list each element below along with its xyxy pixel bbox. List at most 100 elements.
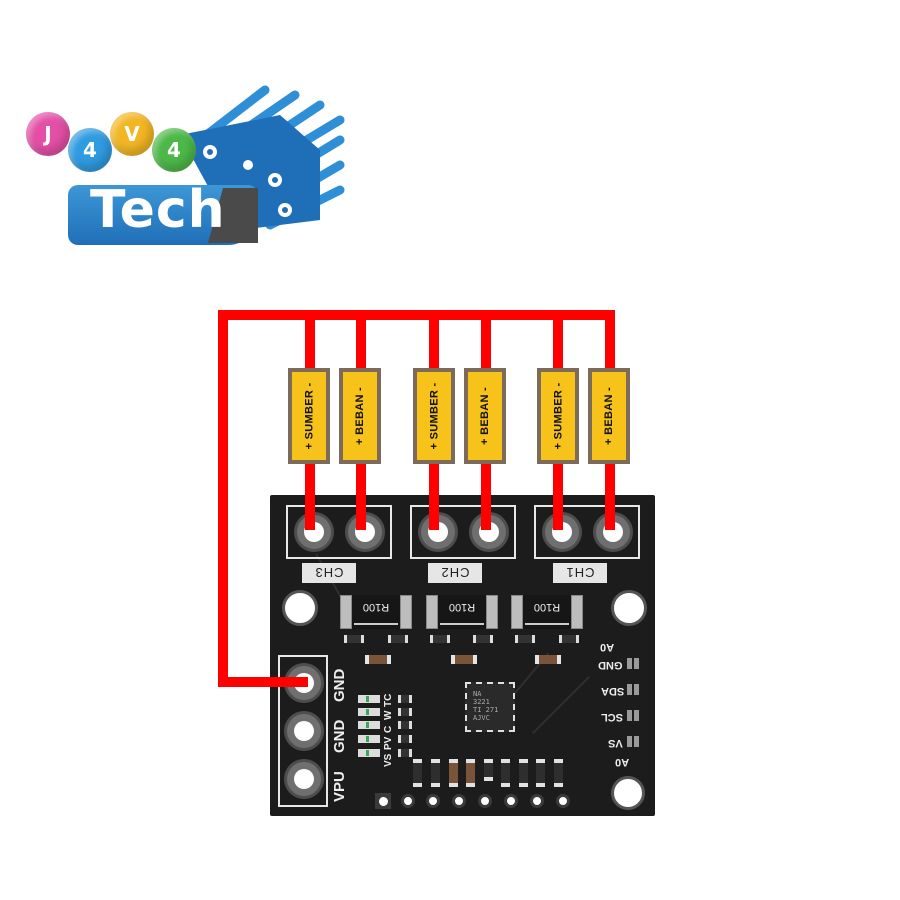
bottom-pin-3[interactable]	[426, 794, 440, 808]
pin-vpu[interactable]	[284, 759, 324, 799]
bottom-pin-4[interactable]	[452, 794, 466, 808]
smd-diode	[484, 759, 493, 781]
label-gnd-2: GND	[331, 719, 348, 753]
ch3-pad-minus[interactable]	[345, 512, 385, 552]
label-ch1-sumber-top: + SUMBER -	[537, 368, 579, 464]
vs-pad-b[interactable]	[634, 736, 639, 747]
power-header-outline	[278, 655, 328, 807]
smd-resistor	[430, 635, 450, 643]
smd-resistor	[473, 635, 493, 643]
smd-resistor	[554, 759, 563, 787]
logo-letter-j: J	[26, 112, 70, 156]
bottom-pin-7[interactable]	[530, 794, 544, 808]
label-ch1-beban-top: + BEBAN -	[588, 368, 630, 464]
label-a0-bottom: A0	[615, 756, 630, 768]
pin-gnd-2[interactable]	[284, 711, 324, 751]
led-pv	[358, 735, 380, 743]
wire-to-gnd	[218, 677, 308, 687]
led-resistor	[398, 749, 412, 757]
ch3-terminal-outline	[286, 505, 392, 559]
mounting-hole-tr	[611, 590, 647, 626]
smd-resistor	[388, 635, 408, 643]
label-ch3-beban-top: + BEBAN -	[339, 368, 381, 464]
smd-resistor	[519, 759, 528, 787]
java-tech-logo: Tech J 4 V 4	[20, 40, 350, 245]
bottom-pin-6[interactable]	[504, 794, 518, 808]
led-resistor	[398, 735, 412, 743]
wire-gnd-end	[270, 677, 308, 687]
label-ch2-beban-top: + BEBAN -	[464, 368, 506, 464]
mounting-hole-br	[611, 776, 645, 810]
smd-resistor	[515, 635, 535, 643]
smd-resistor	[559, 635, 579, 643]
scl-pad-b[interactable]	[634, 710, 639, 721]
led-label-w: W	[383, 710, 394, 720]
bottom-pin-8[interactable]	[556, 794, 570, 808]
label-vpu: VPU	[331, 771, 348, 802]
vs-pad-a[interactable]	[627, 736, 632, 747]
sda-pad-b[interactable]	[634, 684, 639, 695]
ch3-label: CH3	[302, 563, 356, 583]
wire-ch2-sumber-end	[429, 495, 439, 530]
smd-resistor	[431, 759, 440, 787]
mounting-hole-tl	[282, 590, 318, 626]
led-c	[358, 721, 380, 729]
smd-capacitor	[365, 655, 391, 664]
led-resistor	[398, 695, 412, 703]
smd-capacitor	[535, 655, 561, 664]
ch1-terminal-outline	[534, 505, 640, 559]
smd-capacitor	[466, 759, 475, 787]
wire-top-bus	[218, 310, 615, 320]
smd-resistor	[413, 759, 422, 787]
led-w	[358, 708, 380, 716]
circuit-hand-icon	[180, 85, 345, 230]
led-tc	[358, 695, 380, 703]
sda-pad-a[interactable]	[627, 684, 632, 695]
smd-capacitor	[451, 655, 477, 664]
shunt-resistor-ch2: R100	[426, 595, 498, 629]
scl-pad-a[interactable]	[627, 710, 632, 721]
shunt-resistor-ch3: R100	[340, 595, 412, 629]
led-vs	[358, 749, 380, 757]
pcb-trace	[532, 676, 590, 734]
led-label-c: C	[383, 725, 394, 733]
label-scl: SCL	[601, 711, 623, 723]
wire-ch3-beban-end	[356, 495, 366, 530]
led-label-pv: PV	[383, 736, 394, 750]
ina3221-pcb-module: CH3 CH2 CH1 R100 R100 R100 NA 3221 TI 27…	[270, 495, 655, 816]
bottom-pin-5[interactable]	[478, 794, 492, 808]
label-gnd-right: GND	[598, 659, 623, 671]
ch2-terminal-outline	[410, 505, 516, 559]
wire-ch1-sumber-end	[553, 495, 563, 530]
gnd-pad-b[interactable]	[634, 658, 639, 669]
shunt-resistor-ch1: R100	[511, 595, 583, 629]
smd-resistor	[501, 759, 510, 787]
label-ch2-sumber-top: + SUMBER -	[413, 368, 455, 464]
label-vs: VS	[608, 737, 623, 749]
label-a0-top: A0	[600, 641, 615, 653]
smd-resistor	[344, 635, 364, 643]
led-label-tc: TC	[383, 693, 394, 707]
led-label-vs: VS	[383, 753, 394, 767]
logo-letter-a2: 4	[152, 128, 196, 172]
wire-ch2-beban-end	[481, 495, 491, 530]
bottom-pin-2[interactable]	[401, 794, 415, 808]
ch2-label: CH2	[428, 563, 482, 583]
smd-resistor	[536, 759, 545, 787]
led-resistor	[398, 708, 412, 716]
ch1-label: CH1	[553, 563, 607, 583]
logo-wordmark: Tech	[90, 180, 226, 240]
wire-left-bus	[218, 310, 228, 687]
label-sda: SDA	[601, 685, 625, 697]
wire-ch1-beban-end	[605, 495, 615, 530]
led-resistor	[398, 721, 412, 729]
ina3221-chip: NA 3221 TI 271 AJVC	[465, 682, 515, 732]
label-gnd-1: GND	[331, 668, 348, 702]
smd-capacitor	[449, 759, 458, 787]
bottom-pin-1[interactable]	[375, 793, 391, 809]
logo-letter-v: V	[110, 112, 154, 156]
logo-letter-a1: 4	[68, 128, 112, 172]
label-ch3-sumber-top: + SUMBER -	[288, 368, 330, 464]
gnd-pad-a[interactable]	[627, 658, 632, 669]
wire-ch3-sumber-end	[305, 495, 315, 530]
